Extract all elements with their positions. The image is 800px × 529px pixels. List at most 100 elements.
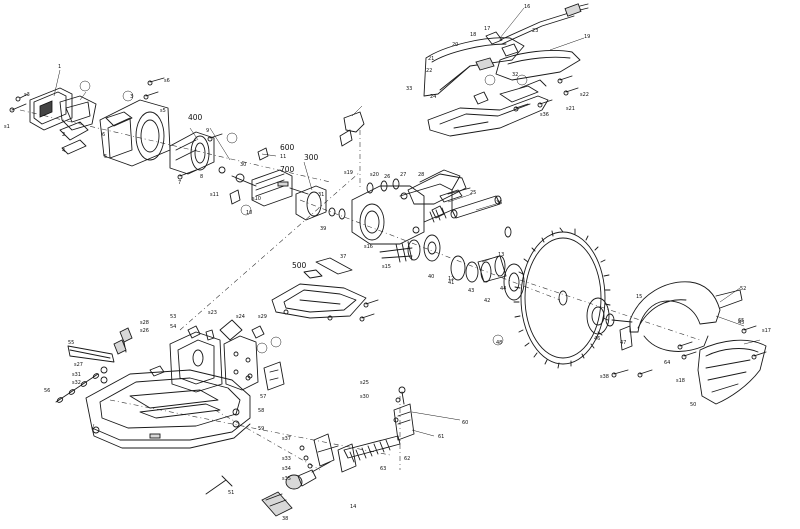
label-s3: s3 (24, 92, 30, 98)
brush-cover (59, 95, 97, 131)
label-28: 28 (418, 172, 424, 178)
label-40: 40 (428, 274, 434, 280)
label-s21: s21 (566, 106, 575, 112)
stator (169, 131, 215, 175)
label-64: 64 (664, 360, 670, 366)
label-700: 700 (280, 165, 295, 174)
label-33: 33 (406, 86, 412, 92)
inner-flange (503, 263, 525, 301)
label-46: 46 (594, 336, 600, 342)
pivot-arm (407, 173, 467, 205)
label-42: 42 (484, 298, 490, 304)
label-s28: s28 (140, 320, 149, 326)
lower-guard (697, 339, 767, 405)
guard-bracket (619, 325, 633, 351)
brush-holder (59, 121, 89, 155)
fan-baffle (295, 185, 327, 221)
label-61: 61 (438, 434, 444, 440)
fence-bracket (169, 331, 223, 393)
label-s15: s15 (382, 264, 391, 270)
motor-end-cap (29, 87, 73, 131)
label-39: 39 (320, 226, 326, 232)
label-s35: s35 (282, 476, 291, 482)
label-21: 21 (428, 56, 434, 62)
label-10: 10 (246, 210, 252, 216)
label-19: 19 (584, 34, 590, 40)
handle-lower (427, 79, 549, 137)
center-lines (19, 109, 701, 471)
data-plate (105, 111, 133, 127)
label-62: 62 (404, 456, 410, 462)
label-16: 16 (524, 4, 530, 10)
label-s33: s33 (282, 456, 291, 462)
arm-washers (328, 178, 512, 238)
main-base (85, 369, 251, 449)
label-1: 1 (58, 64, 61, 70)
label-s37: s37 (282, 436, 291, 442)
label-51: 51 (228, 490, 234, 496)
label-11: 11 (280, 154, 286, 160)
label-22: 22 (426, 68, 432, 74)
upper-guard (629, 281, 743, 352)
label-500: 500 (292, 261, 307, 270)
switch-assembly (473, 31, 519, 105)
label-9: 9 (206, 128, 209, 134)
label-s30: s30 (360, 394, 369, 400)
armature (218, 166, 309, 207)
label-14: 14 (350, 504, 356, 510)
label-63: 63 (380, 466, 386, 472)
spring-shaft (429, 195, 502, 223)
label-31: 31 (318, 192, 324, 198)
label-8: 8 (200, 174, 203, 180)
brush-parts (229, 147, 289, 205)
label-13: 13 (498, 252, 504, 258)
vise-assembly (313, 386, 415, 473)
label-20: 20 (452, 42, 458, 48)
label-26: 26 (384, 174, 390, 180)
handle-half-right (495, 50, 581, 81)
label-41: 41 (448, 280, 454, 286)
spindle-gears (379, 234, 507, 283)
vise-small-parts (299, 417, 399, 469)
label-32: 32 (512, 72, 518, 78)
label-23: 23 (532, 28, 538, 34)
saw-blade (513, 227, 611, 369)
label-53: 53 (170, 314, 176, 320)
label-s34: s34 (282, 466, 291, 472)
hex-key (205, 475, 233, 495)
label-5: 5 (104, 154, 107, 160)
label-3: 3 (130, 94, 133, 100)
label-300: 300 (304, 153, 319, 162)
label-7: 7 (178, 180, 181, 186)
label-47: 47 (620, 340, 626, 346)
label-s17: s17 (762, 328, 771, 334)
label-27: 27 (400, 172, 406, 178)
label-50: 50 (690, 402, 696, 408)
label-6: 6 (102, 132, 105, 138)
power-cord (499, 3, 589, 45)
vise-knob (285, 461, 331, 490)
label-s31: s31 (72, 372, 81, 378)
label-52: 52 (740, 286, 746, 292)
label-s16: s16 (364, 244, 373, 250)
stop-bracket (263, 361, 285, 391)
label-17: 17 (484, 26, 490, 32)
callout-circles (79, 74, 528, 354)
guard-screws (611, 325, 767, 378)
label-36: 36 (496, 200, 502, 206)
label-25: 25 (470, 190, 476, 196)
turn-plate (271, 283, 367, 321)
label-s5: s5 (160, 108, 166, 114)
label-s24: s24 (236, 314, 245, 320)
label-48: 48 (496, 340, 502, 346)
plate-screws (359, 299, 379, 322)
label-s6: s6 (164, 78, 170, 84)
chain (55, 373, 100, 403)
label-s20: s20 (370, 172, 379, 178)
leader-lines (53, 7, 761, 437)
label-44: 44 (500, 286, 506, 292)
label-43: 43 (468, 288, 474, 294)
label-s22: s22 (580, 92, 589, 98)
label-56: 56 (44, 388, 50, 394)
